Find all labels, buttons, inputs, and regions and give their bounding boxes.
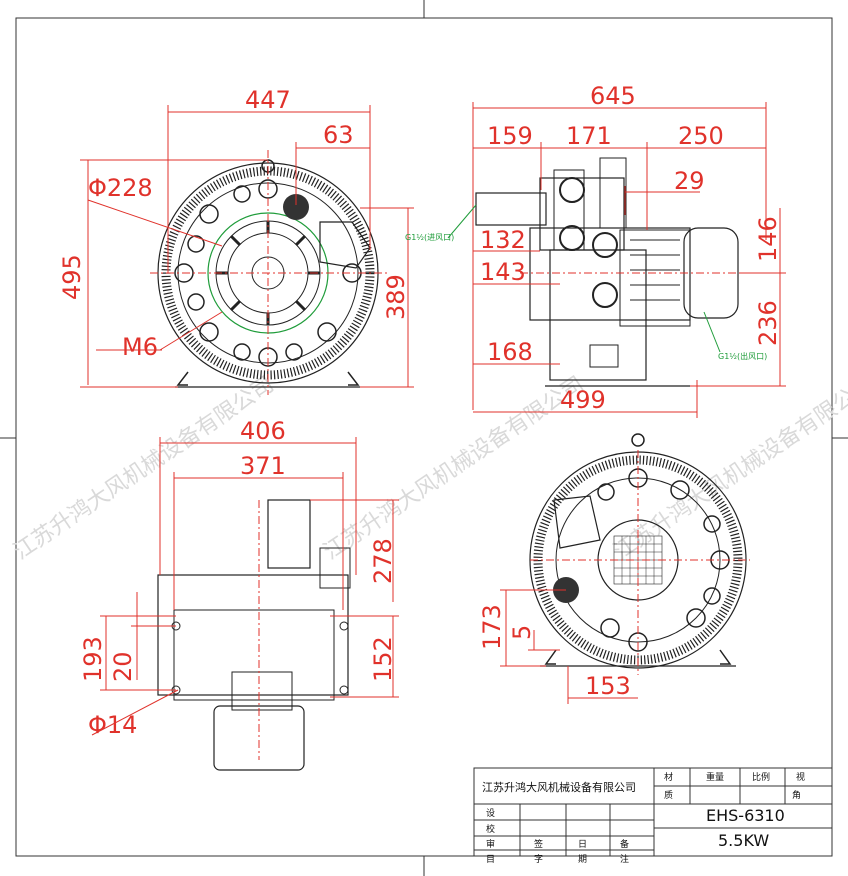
dim-diameter-228: Φ228 xyxy=(88,174,153,202)
outlet-note: G1½(出风口) xyxy=(718,351,767,361)
watermark-1: 江苏升鸿大风机械设备有限公司 xyxy=(9,372,278,565)
port-leaders xyxy=(447,204,721,353)
side-dimensions xyxy=(472,102,786,418)
view-label-2: 角 xyxy=(792,789,801,801)
review-label: 审 xyxy=(486,838,495,850)
dim-173: 173 xyxy=(478,604,506,650)
dim-236: 236 xyxy=(754,300,782,346)
material-label-2: 质 xyxy=(664,789,673,801)
col-note: 注 xyxy=(620,853,629,865)
dim-645: 645 xyxy=(590,82,636,110)
front-view xyxy=(150,150,390,395)
dim-389: 389 xyxy=(382,274,410,320)
top-view xyxy=(157,499,351,771)
front-dimensions xyxy=(80,105,414,388)
rear-dimensions xyxy=(500,589,638,704)
top-dimensions xyxy=(91,437,399,736)
dim-153: 153 xyxy=(585,672,631,700)
company-name: 江苏升鸿大风机械设备有限公司 xyxy=(482,780,636,794)
design-label: 设 xyxy=(486,808,495,819)
col-name: 字 xyxy=(534,853,543,865)
material-label: 材 xyxy=(664,771,673,783)
dim-447: 447 xyxy=(245,86,291,114)
dim-168: 168 xyxy=(487,338,533,366)
dim-5: 5 xyxy=(508,625,536,640)
dim-495: 495 xyxy=(58,254,86,300)
dim-371: 371 xyxy=(240,452,286,480)
dim-diameter-14: Φ14 xyxy=(88,711,137,739)
dim-m6: M6 xyxy=(122,333,158,361)
dim-146: 146 xyxy=(754,216,782,262)
check-label: 校 xyxy=(486,823,495,835)
dim-193: 193 xyxy=(79,636,107,682)
prep-label: 备 xyxy=(620,838,629,850)
dim-20: 20 xyxy=(109,651,137,682)
rear-view xyxy=(529,433,750,675)
dim-152: 152 xyxy=(369,636,397,682)
weight-label: 重量 xyxy=(706,771,724,783)
watermark-2: 江苏升鸿大风机械设备有限公司 xyxy=(319,372,588,565)
dim-278: 278 xyxy=(369,538,397,584)
col-item: 目 xyxy=(486,854,495,865)
dim-171: 171 xyxy=(566,122,612,150)
dim-499: 499 xyxy=(560,386,606,414)
dim-63: 63 xyxy=(323,121,354,149)
model-number: EHS-6310 xyxy=(706,806,785,825)
title-block xyxy=(473,767,833,857)
col-period: 期 xyxy=(578,854,587,865)
side-view xyxy=(475,157,760,387)
dim-159: 159 xyxy=(487,122,533,150)
dim-143: 143 xyxy=(480,258,526,286)
dim-406: 406 xyxy=(240,417,286,445)
dim-250: 250 xyxy=(678,122,724,150)
view-label: 视 xyxy=(796,771,805,783)
date-label: 日 xyxy=(578,839,587,850)
inlet-note: G1½(进风口) xyxy=(405,233,454,242)
sign-label: 签 xyxy=(534,838,543,850)
dim-29: 29 xyxy=(674,167,705,195)
scale-label: 比例 xyxy=(752,771,770,783)
motor-power: 5.5KW xyxy=(718,831,769,850)
dim-132: 132 xyxy=(480,226,526,254)
